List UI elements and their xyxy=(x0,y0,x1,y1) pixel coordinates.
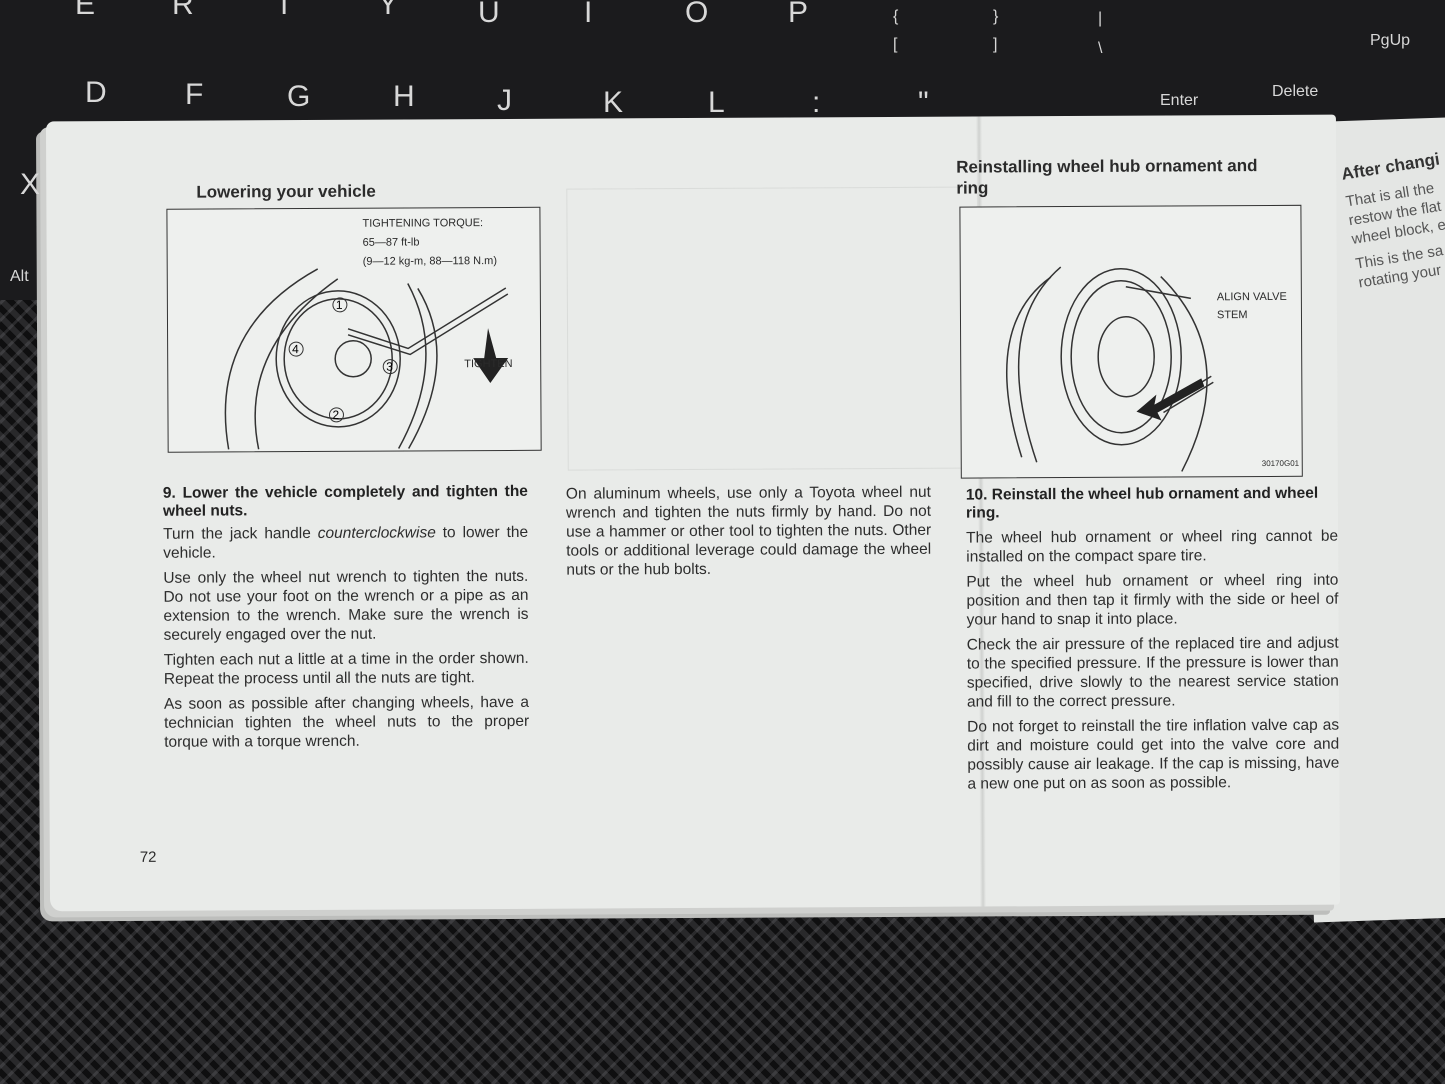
key[interactable]: O xyxy=(685,0,709,29)
key[interactable]: R xyxy=(172,0,194,21)
right-heading: Reinstalling wheel hub ornament and ring xyxy=(956,156,1258,198)
key[interactable]: { xyxy=(893,8,899,25)
paragraph: Check the air pressure of the replaced t… xyxy=(966,634,1339,711)
key[interactable]: P xyxy=(788,0,809,29)
key[interactable]: [ xyxy=(893,36,898,53)
torque-title: TIGHTENING TORQUE: xyxy=(362,217,484,230)
torque-ftlb: 65—87 ft-lb xyxy=(362,236,420,249)
key[interactable]: H xyxy=(393,80,415,113)
key[interactable]: K xyxy=(603,86,624,119)
paragraph: Tighten each nut a little at a time in t… xyxy=(163,649,529,688)
key-pgup[interactable]: PgUp xyxy=(1370,32,1411,49)
nut-number: 4 xyxy=(292,342,299,356)
paragraph: Put the wheel hub ornament or wheel ring… xyxy=(966,571,1339,629)
torque-metric: (9—12 kg-m, 88—118 N.m) xyxy=(362,255,498,268)
figure-code: 30170G01 xyxy=(1261,458,1300,469)
paragraph: On aluminum wheels, use only a Toyota wh… xyxy=(565,483,932,579)
key[interactable]: \ xyxy=(1098,40,1103,57)
arrow-icon xyxy=(473,328,509,384)
paragraph: The wheel hub ornament or wheel ring can… xyxy=(966,527,1339,566)
key[interactable]: I xyxy=(584,0,593,29)
key[interactable]: T xyxy=(275,0,294,21)
tighten-label: TIGHTEN xyxy=(464,357,513,371)
key[interactable]: D xyxy=(85,76,107,109)
wheel-wrench-illustration: 1 2 3 4 xyxy=(224,268,509,450)
paragraph: Use only the wheel nut wrench to tighten… xyxy=(163,567,529,644)
key[interactable]: } xyxy=(993,8,999,25)
page-number: 72 xyxy=(139,848,157,866)
bleed-through-figure xyxy=(566,186,980,471)
step-10-title: 10. Reinstall the wheel hub ornament and… xyxy=(965,484,1319,522)
key[interactable]: U xyxy=(478,0,500,29)
paragraph: As soon as possible after changing wheel… xyxy=(163,693,530,751)
lug-nut-figure: 1 2 3 4 TIGHTENING TORQUE: 65—87 ft-lb (… xyxy=(166,206,542,453)
key-delete[interactable]: Delete xyxy=(1272,83,1319,100)
key[interactable]: L xyxy=(708,86,725,119)
paragraph: Do not forget to reinstall the tire infl… xyxy=(967,716,1340,793)
key[interactable]: | xyxy=(1098,10,1103,27)
nut-number: 2 xyxy=(332,408,339,422)
nut-number: 3 xyxy=(386,360,393,374)
paragraph: Turn the jack handle counterclockwise to… xyxy=(163,523,529,562)
manual-spread: Lowering your vehicle 1 2 3 4 TIGHTENING… xyxy=(45,114,1341,912)
key[interactable]: F xyxy=(185,78,204,111)
key[interactable]: J xyxy=(497,84,512,117)
key[interactable]: : xyxy=(812,86,821,119)
align-valve-stem-label: ALIGN VALVE STEM xyxy=(1216,290,1287,322)
key-alt[interactable]: Alt xyxy=(10,268,29,285)
key[interactable]: ] xyxy=(993,36,998,53)
step-9-title: 9. Lower the vehicle completely and tigh… xyxy=(162,482,528,520)
hub-ornament-figure: ALIGN VALVE STEM 30170G01 xyxy=(959,204,1303,479)
key[interactable]: E xyxy=(75,0,96,21)
nut-number: 1 xyxy=(336,298,343,312)
arrow-icon xyxy=(1136,378,1205,421)
key[interactable]: G xyxy=(287,80,311,113)
key-enter[interactable]: Enter xyxy=(1160,92,1199,109)
left-heading: Lowering your vehicle xyxy=(196,181,376,202)
hub-ornament-illustration xyxy=(1006,266,1214,472)
key[interactable]: " xyxy=(918,86,929,119)
key[interactable]: Y xyxy=(378,0,399,21)
key[interactable]: X xyxy=(20,168,41,201)
